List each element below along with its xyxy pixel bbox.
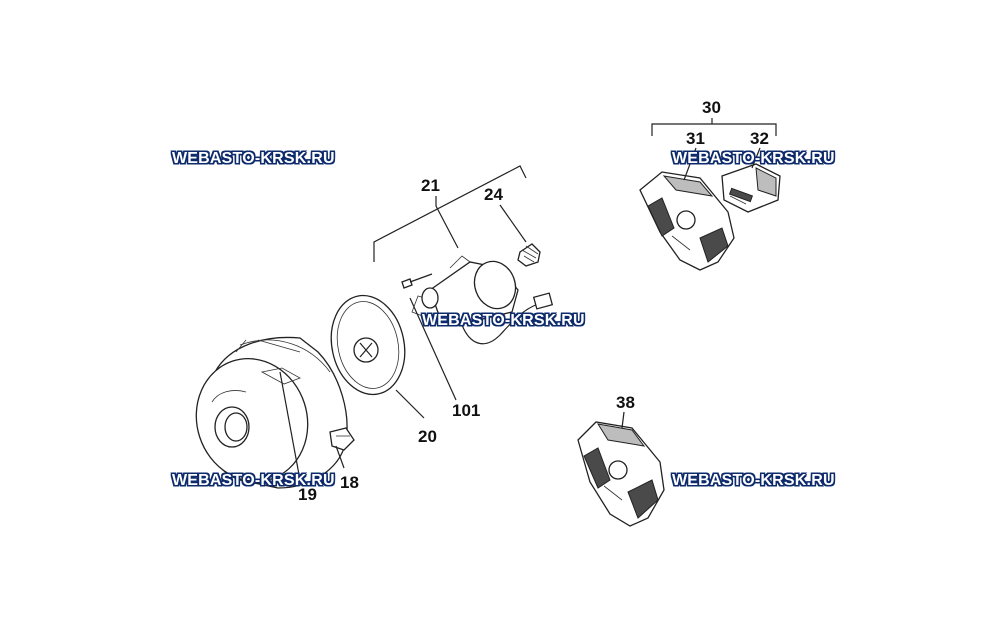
callout-30: 30 <box>702 98 721 117</box>
callout-101: 101 <box>452 401 480 420</box>
watermark-center: WEBASTO-KRSK.RU <box>422 312 585 329</box>
part-38-control-unit <box>577 421 665 527</box>
callout-21: 21 <box>421 176 440 195</box>
watermark-top-right: WEBASTO-KRSK.RU <box>672 150 835 167</box>
watermark-top-left: WEBASTO-KRSK.RU <box>172 150 335 167</box>
part-31-control-unit <box>639 171 735 271</box>
part-24-grommet <box>517 243 541 267</box>
watermark-bottom-left: WEBASTO-KRSK.RU <box>172 472 335 489</box>
watermark-bottom-right: WEBASTO-KRSK.RU <box>672 472 835 489</box>
callout-19: 19 <box>298 485 317 504</box>
callout-24: 24 <box>484 185 503 204</box>
part-19-blower-housing <box>195 336 355 489</box>
callout-38: 38 <box>616 393 635 412</box>
part-20-impeller <box>330 294 406 396</box>
leader-lines <box>279 118 777 481</box>
callout-32: 32 <box>750 129 769 148</box>
callout-31: 31 <box>686 129 705 148</box>
part-32-connector-module <box>721 163 781 213</box>
callout-18: 18 <box>340 473 359 492</box>
part-21-motor <box>401 255 554 345</box>
callout-20: 20 <box>418 427 437 446</box>
